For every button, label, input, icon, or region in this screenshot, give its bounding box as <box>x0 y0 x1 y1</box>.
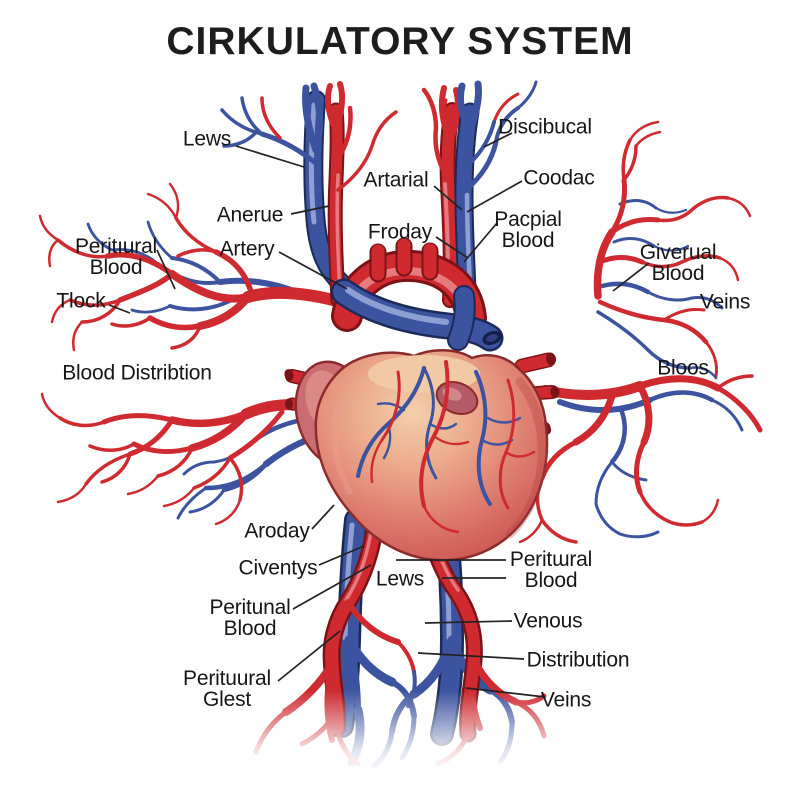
bottom-fade <box>0 690 800 800</box>
label-perituural-glest: Perituural Glest <box>183 667 271 711</box>
label-artarial: Artarial <box>363 168 429 192</box>
label-discibucal: Discibucal <box>498 115 592 139</box>
right-mid-branches <box>596 299 718 380</box>
label-aroday: Aroday <box>244 519 310 543</box>
label-froday: Froday <box>367 220 433 244</box>
right-upper-branch-tree <box>593 120 752 310</box>
pulmonary-trunk <box>330 278 504 352</box>
right-lower-branch-tree <box>518 374 763 544</box>
coronary-arteries <box>370 360 536 534</box>
label-civentys: Civentys <box>238 556 318 580</box>
label-peritunal-blood: Peritunal Blood <box>209 596 291 640</box>
label-distribution: Distribution <box>526 648 630 672</box>
label-tlock: Tlock <box>56 289 106 313</box>
label-lews-bottom: Lews <box>375 567 425 591</box>
label-anerue: Anerue <box>216 203 284 227</box>
leader-lines <box>108 132 650 698</box>
label-venous: Venous <box>513 609 583 633</box>
label-veins-bottom: Veins <box>540 688 592 712</box>
label-coodac: Coodac <box>523 166 595 190</box>
label-artery: Artery <box>219 237 275 261</box>
label-bloos: Bloos <box>657 356 709 380</box>
label-giverual-blood: Giverual Blood <box>639 241 717 285</box>
left-neck-vessels <box>220 81 398 308</box>
label-peritiural-blood-left: Peritıural Blood <box>74 235 158 279</box>
diagram-title: CIRKULATORY SYSTEM <box>166 20 634 63</box>
coronary-veins <box>356 366 522 506</box>
label-peritwral-blood-right: Peritɯral Blood <box>509 548 593 592</box>
heart-body <box>314 349 549 562</box>
label-blood-distribtion: Blood Distribtion <box>62 361 212 385</box>
label-lews-top: Lews <box>182 127 232 151</box>
heart <box>294 349 549 562</box>
label-pacpial-blood: Pacpial Blood <box>494 208 562 252</box>
left-lower-branch-tree <box>40 392 336 526</box>
label-veins-right: Veins <box>699 290 751 314</box>
